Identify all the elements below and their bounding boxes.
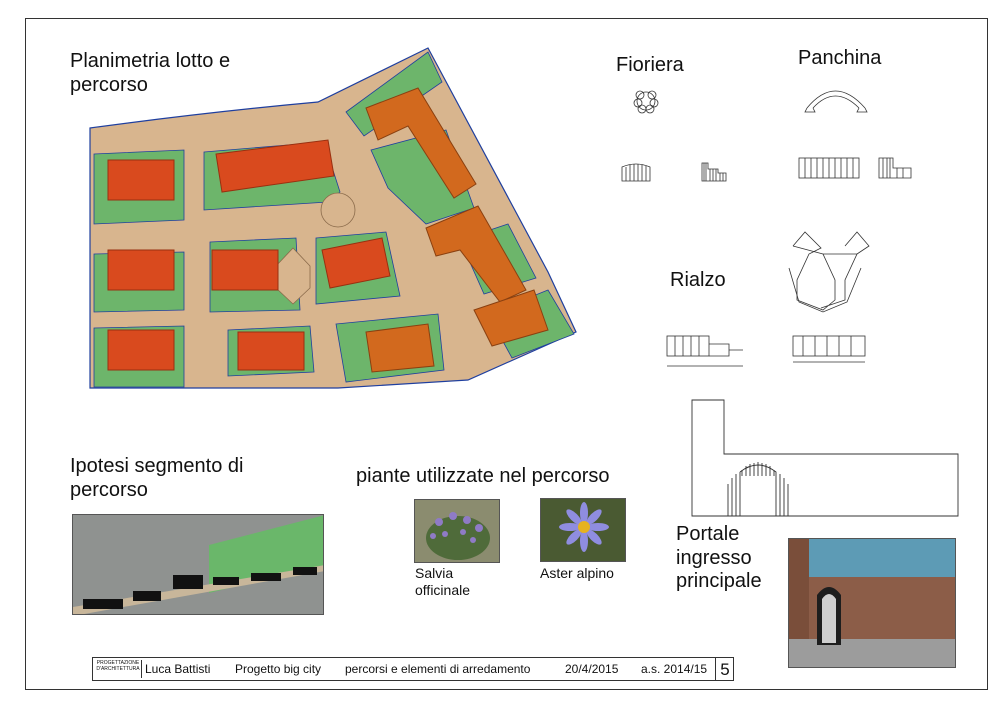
school-logo: PROGETTAZIONE D'ARCHITETTURA xyxy=(95,660,142,678)
bench-title: Panchina xyxy=(798,47,882,69)
portal-elevation xyxy=(691,399,959,517)
aster-photo xyxy=(540,498,626,562)
raised-title: Rialzo xyxy=(670,269,726,291)
date: 20/4/2015 xyxy=(565,662,619,676)
raised-drawings xyxy=(666,231,870,367)
author: Luca Battisti xyxy=(145,662,211,676)
path-segment-render xyxy=(72,514,324,615)
portal-render xyxy=(788,538,956,668)
salvia-label: Salvia officinale xyxy=(415,565,471,598)
sheet-number: 5 xyxy=(715,658,734,680)
drawing-frame xyxy=(25,18,988,690)
segment-title: Ipotesi segmento di percorso xyxy=(70,455,244,501)
site-plan-title: Planimetria lotto e percorso xyxy=(70,50,231,96)
portal-title: Portale ingresso principale xyxy=(676,523,762,593)
aster-label: Aster alpino xyxy=(540,565,614,581)
project-name: Progetto big city xyxy=(235,662,322,676)
salvia-photo xyxy=(414,499,500,563)
site-plan xyxy=(89,47,577,389)
round-plaza xyxy=(320,192,356,228)
school-year: a.s. 2014/15 xyxy=(641,662,708,676)
planter-title: Fioriera xyxy=(616,54,684,76)
title-block: PROGETTAZIONE D'ARCHITETTURA Luca Battis… xyxy=(92,657,734,681)
buildings xyxy=(107,87,549,373)
sheet-subject: percorsi e elementi di arredamento xyxy=(345,662,531,676)
plants-title: piante utilizzate nel percorso xyxy=(356,465,610,487)
planter-drawings xyxy=(621,90,727,182)
bench-drawings xyxy=(798,90,912,179)
